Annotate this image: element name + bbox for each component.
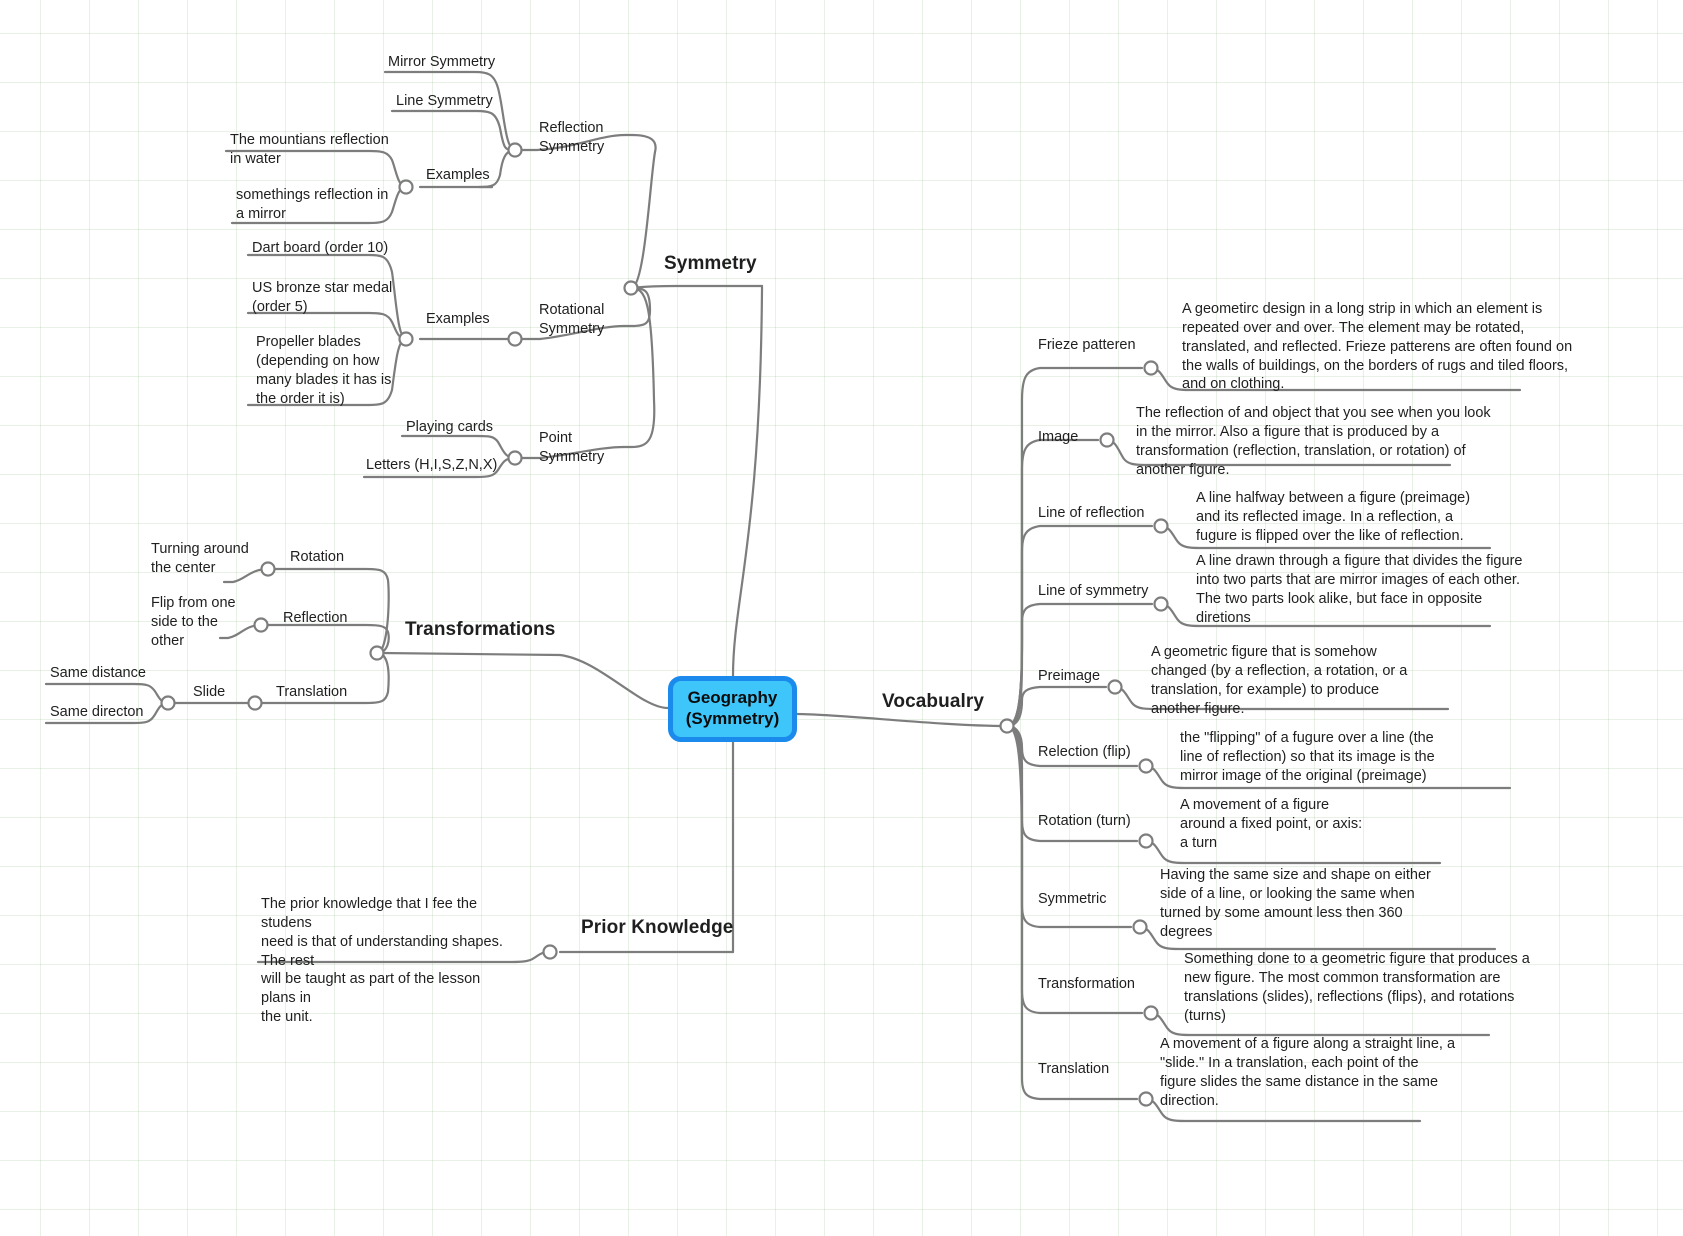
leaf-same-distance[interactable]: Same distance	[50, 665, 146, 681]
branch-label-prior-knowledge[interactable]: Prior Knowledge	[581, 917, 734, 938]
vocab-def-symmetric: Having the same size and shape on either…	[1160, 867, 1431, 940]
leaf-playing-cards[interactable]: Playing cards	[406, 419, 494, 435]
vocab-def-line-of-reflection: A line halfway between a figure (preimag…	[1196, 490, 1471, 544]
vocab-def-transformation: Something done to a geometric figure tha…	[1184, 951, 1530, 1024]
leaf-propeller-blades[interactable]: Propeller blades (depending on how many …	[256, 334, 392, 407]
leaf-dart-board[interactable]: Dart board (order 10)	[252, 240, 389, 256]
node-mirror-symmetry[interactable]: Mirror Symmetry	[388, 54, 496, 70]
leaf-mountains-reflection[interactable]: The mountians reflection in water	[230, 132, 389, 167]
node-reflection-examples[interactable]: Examples	[426, 167, 490, 183]
branch-label-transformations[interactable]: Transformations	[405, 619, 556, 640]
vocab-term-transformation[interactable]: Transformation	[1038, 976, 1135, 992]
vocab-term-frieze-patteren[interactable]: Frieze patteren	[1038, 337, 1136, 353]
vocab-term-line-of-reflection[interactable]: Line of reflection	[1038, 505, 1145, 521]
node-line-symmetry[interactable]: Line Symmetry	[396, 93, 493, 109]
node-slide[interactable]: Slide	[193, 684, 226, 700]
vocab-term-preimage[interactable]: Preimage	[1038, 668, 1101, 684]
vocab-def-frieze-patteren: A geometirc design in a long strip in wh…	[1182, 301, 1573, 393]
leaf-same-direction[interactable]: Same directon	[50, 704, 144, 720]
vocab-def-image: The reflection of and object that you se…	[1136, 405, 1491, 478]
vocab-term-rotation-turn[interactable]: Rotation (turn)	[1038, 813, 1131, 829]
vocab-term-relection-flip[interactable]: Relection (flip)	[1038, 744, 1131, 760]
note-prior-knowledge[interactable]: The prior knowledge that I fee the stude…	[261, 896, 503, 1026]
node-point-symmetry[interactable]: Point Symmetry	[539, 430, 605, 465]
leaf-flip-side-to-side[interactable]: Flip from one side to the other	[151, 595, 236, 649]
vocab-term-line-of-symmetry[interactable]: Line of symmetry	[1038, 583, 1149, 599]
branch-label-symmetry[interactable]: Symmetry	[664, 253, 757, 274]
node-transformation-rotation[interactable]: Rotation	[290, 549, 345, 565]
vocab-term-translation[interactable]: Translation	[1038, 1061, 1110, 1077]
leaf-mirror-reflection[interactable]: somethings reflection in a mirror	[236, 187, 389, 222]
leaf-letters[interactable]: Letters (H,I,S,Z,N,X)	[366, 457, 498, 473]
leaf-bronze-star-medal[interactable]: US bronze star medal (order 5)	[252, 280, 393, 315]
vocab-def-line-of-symmetry: A line drawn through a figure that divid…	[1196, 553, 1523, 626]
vocab-def-preimage: A geometric figure that is somehow chang…	[1151, 644, 1408, 717]
node-transformation-reflection[interactable]: Reflection	[283, 610, 348, 626]
vocab-term-symmetric[interactable]: Symmetric	[1038, 891, 1107, 907]
node-rotational-symmetry[interactable]: Rotational Symmetry	[539, 302, 605, 337]
node-reflection-symmetry[interactable]: Reflection Symmetry	[539, 120, 605, 155]
node-transformation-translation[interactable]: Translation	[276, 684, 348, 700]
vocab-term-image[interactable]: Image	[1038, 429, 1079, 445]
vocab-def-rotation-turn: A movement of a figure around a fixed po…	[1180, 797, 1363, 851]
leaf-turning-around-center[interactable]: Turning around the center	[151, 541, 249, 576]
node-rotational-examples[interactable]: Examples	[426, 311, 490, 327]
root-node[interactable]: Geography (Symmetry)	[668, 676, 797, 742]
vocab-def-translation: A movement of a figure along a straight …	[1160, 1036, 1456, 1109]
branch-label-vocabulary[interactable]: Vocabualry	[882, 691, 985, 712]
vocab-def-relection-flip: the "flipping" of a fugure over a line (…	[1180, 730, 1435, 784]
